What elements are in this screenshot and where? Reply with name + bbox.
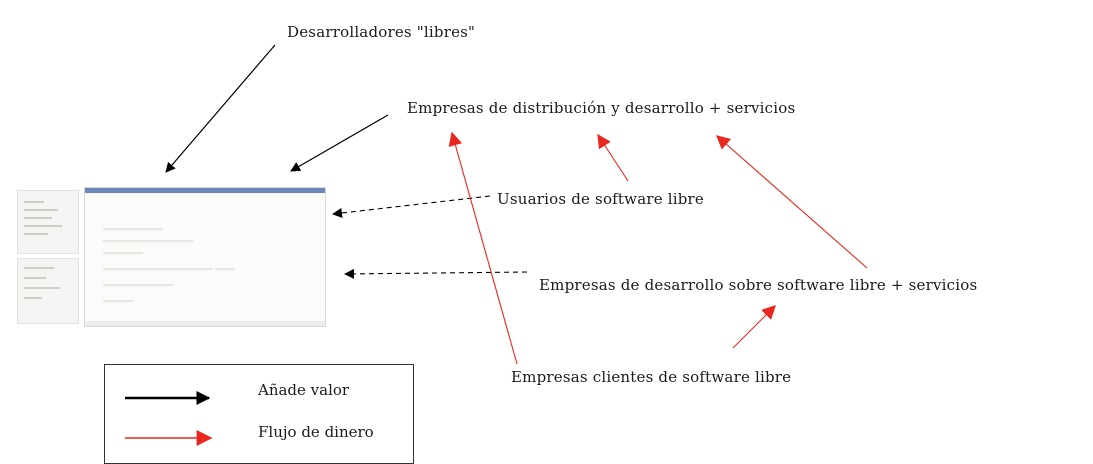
- label-empresas-desarrollo: Empresas de desarrollo sobre software li…: [539, 276, 978, 294]
- left-thumbnail-top: [17, 190, 79, 254]
- legend-arrows: [125, 391, 213, 446]
- label-empresas-clientes: Empresas clientes de software libre: [511, 368, 792, 386]
- money-arrow-devcompanies-to-distribution: [715, 135, 868, 269]
- money-arrow-clients-to-devcompanies: [732, 305, 776, 349]
- money-arrow-users-to-distribution: [597, 133, 629, 182]
- screenshot-titlebar: [85, 188, 325, 193]
- screenshot-statusbar: [85, 321, 325, 326]
- diagram-arrows: [165, 44, 868, 365]
- left-thumbnail-bottom: [17, 258, 79, 324]
- arrow-dev-companies-to-screen: [344, 268, 528, 279]
- money-arrow-clients-to-distribution: [448, 131, 518, 365]
- legend-label-value: Añade valor: [258, 381, 350, 399]
- legend-label-money: Flujo de dinero: [258, 423, 374, 441]
- arrow-developers-to-screen-left: [165, 44, 276, 173]
- software-screenshot: [84, 187, 326, 327]
- arrow-users-to-screen: [332, 195, 491, 218]
- arrow-companies-to-screen-right: [290, 114, 389, 172]
- label-usuarios: Usuarios de software libre: [497, 190, 705, 208]
- label-empresas-distribucion: Empresas de distribución y desarrollo + …: [407, 99, 796, 117]
- legend-box: Añade valor Flujo de dinero: [104, 364, 414, 464]
- label-desarrolladores: Desarrolladores "libres": [287, 23, 476, 41]
